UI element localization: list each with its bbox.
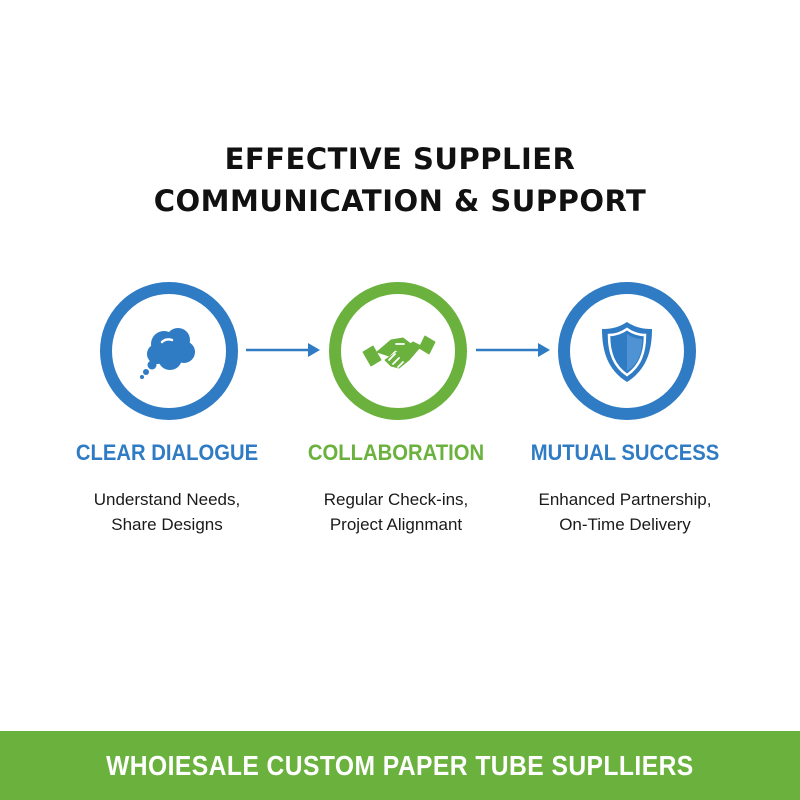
title-line-1: EFFECTIVE SUPPLIER [224,142,576,176]
process-steps: CLEAR DIALOGUE COLLABORATION MUTUAL SUCC… [57,282,735,537]
footer-text: WHOIESALE CUSTOM PAPER TUBE SUPLLIERS [106,749,694,781]
step-description-line: On-Time Delivery [559,515,691,534]
arrow-right-icon [246,343,320,357]
step-title-clear-dialogue: CLEAR DIALOGUE [75,440,259,465]
step-title-mutual-success: MUTUAL SUCCESS [530,440,720,465]
arrow-right-icon [476,343,550,357]
step-title-collaboration: COLLABORATION [307,440,485,465]
speech-bubble-icon [140,328,195,379]
step-description-line: Regular Check-ins, [323,490,469,509]
step-circle-mutual-success [558,282,696,420]
step-description-mutual-success: Enhanced Partnership, On-Time Delivery [515,487,735,537]
step-description-clear-dialogue: Understand Needs, Share Designs [57,487,277,537]
page-title: EFFECTIVE SUPPLIER COMMUNICATION & SUPPO… [0,138,800,222]
step-description-line: Share Designs [111,515,223,534]
step-description-line: Enhanced Partnership, [538,490,712,509]
title-line-2: COMMUNICATION & SUPPORT [153,184,647,218]
step-description-line: Understand Needs, [93,490,241,509]
shield-icon [602,322,652,382]
footer-banner: WHOIESALE CUSTOM PAPER TUBE SUPLLIERS [0,731,800,800]
step-circle-clear-dialogue [100,282,238,420]
handshake-icon [362,335,436,369]
step-circle-collaboration [329,282,467,420]
step-description-line: Project Alignmant [329,515,463,534]
step-description-collaboration: Regular Check-ins, Project Alignmant [286,487,506,537]
